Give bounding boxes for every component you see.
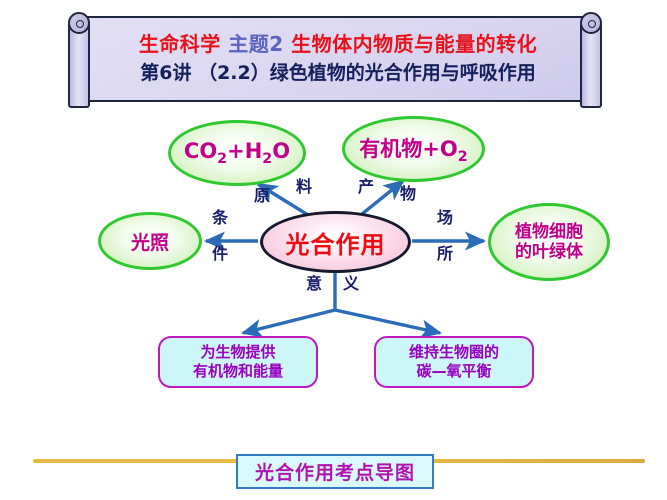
arrow-to-supply-box — [241, 308, 336, 338]
node-location-label: 植物细胞的叶绿体 — [515, 221, 583, 262]
leaf-box-supply-label: 为生物提供有机物和能量 — [192, 342, 283, 381]
leaf-box-supply[interactable]: 为生物提供有机物和能量 — [158, 336, 318, 388]
arrow-to-balance-box — [334, 308, 442, 339]
node-location[interactable]: 植物细胞的叶绿体 — [488, 203, 610, 281]
node-raw-materials-label: CO2+H2O — [183, 138, 291, 168]
edge-label-product-b: 物 — [400, 184, 417, 203]
edge-label-raw-material-a: 原 — [254, 186, 271, 205]
edge-label-significance-a: 意 — [306, 274, 323, 293]
leaf-box-balance-label: 维持生物圈的碳—氧平衡 — [408, 342, 499, 381]
edge-label-location-b: 所 — [437, 244, 454, 263]
node-raw-materials[interactable]: CO2+H2O — [168, 120, 306, 186]
edge-label-location-a: 场 — [437, 208, 454, 227]
footer-caption-badge: 光合作用考点导图 — [236, 454, 434, 489]
edge-label-product-a: 产 — [358, 177, 375, 196]
node-condition[interactable]: 光照 — [98, 212, 202, 270]
edge-label-condition-a: 条 — [212, 208, 229, 227]
footer-caption-text: 光合作用考点导图 — [254, 462, 415, 484]
node-center-label: 光合作用 — [285, 230, 386, 259]
leaf-box-balance[interactable]: 维持生物圈的碳—氧平衡 — [374, 336, 534, 388]
scroll-body — [76, 16, 600, 102]
scroll-curl-right-icon — [580, 12, 602, 34]
node-products-label: 有机物+O2 — [359, 136, 468, 166]
edge-label-raw-material-b: 料 — [296, 177, 313, 196]
scroll-curl-left-icon — [68, 12, 90, 34]
node-condition-label: 光照 — [130, 231, 169, 254]
node-products[interactable]: 有机物+O2 — [342, 116, 485, 182]
node-photosynthesis-center[interactable]: 光合作用 — [260, 211, 411, 273]
edge-label-significance-b: 义 — [343, 274, 360, 293]
edge-label-condition-b: 件 — [212, 244, 229, 263]
arrow-to-products — [360, 179, 405, 216]
arrow-to-raw-materials — [256, 182, 309, 217]
